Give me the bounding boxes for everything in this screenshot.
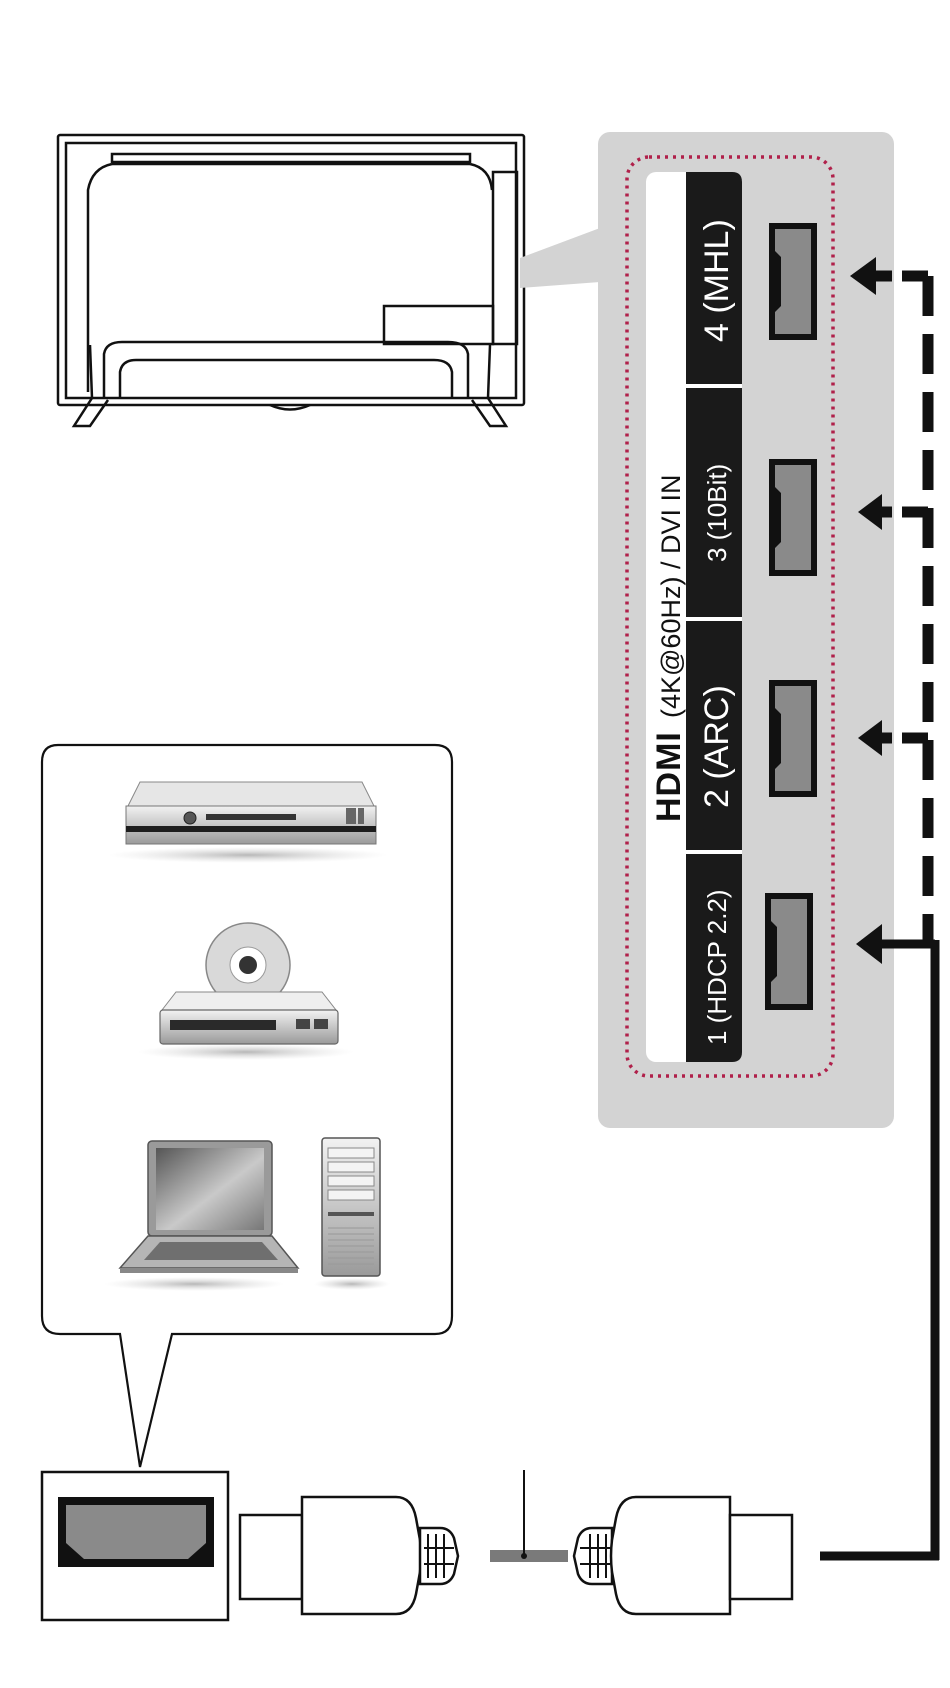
hdmi-port-1 bbox=[765, 893, 813, 1010]
hdmi-port-2 bbox=[769, 680, 817, 797]
hdmi-spec-label: (4K@60Hz) / DVI IN bbox=[656, 475, 686, 718]
dvd-player-icon bbox=[108, 782, 388, 863]
port-label-4: 4 (MHL) bbox=[698, 219, 736, 342]
desktop-tower-icon bbox=[314, 1138, 390, 1290]
port-label-2: 2 (ARC) bbox=[698, 685, 736, 808]
port-panel bbox=[598, 132, 894, 1128]
source-hdmi-port-icon bbox=[42, 1472, 228, 1620]
tv-back-icon bbox=[58, 135, 524, 426]
port-label-3: 3 (10Bit) bbox=[702, 464, 732, 562]
hdmi-logo: HDMI bbox=[650, 731, 688, 822]
hdmi-port-3 bbox=[769, 459, 817, 576]
hdmi-port-4 bbox=[769, 223, 817, 340]
port-label-1: 1 (HDCP 2.2) bbox=[702, 889, 732, 1045]
hdmi-cable-icon bbox=[240, 1470, 792, 1614]
zoom-callout bbox=[520, 228, 600, 288]
